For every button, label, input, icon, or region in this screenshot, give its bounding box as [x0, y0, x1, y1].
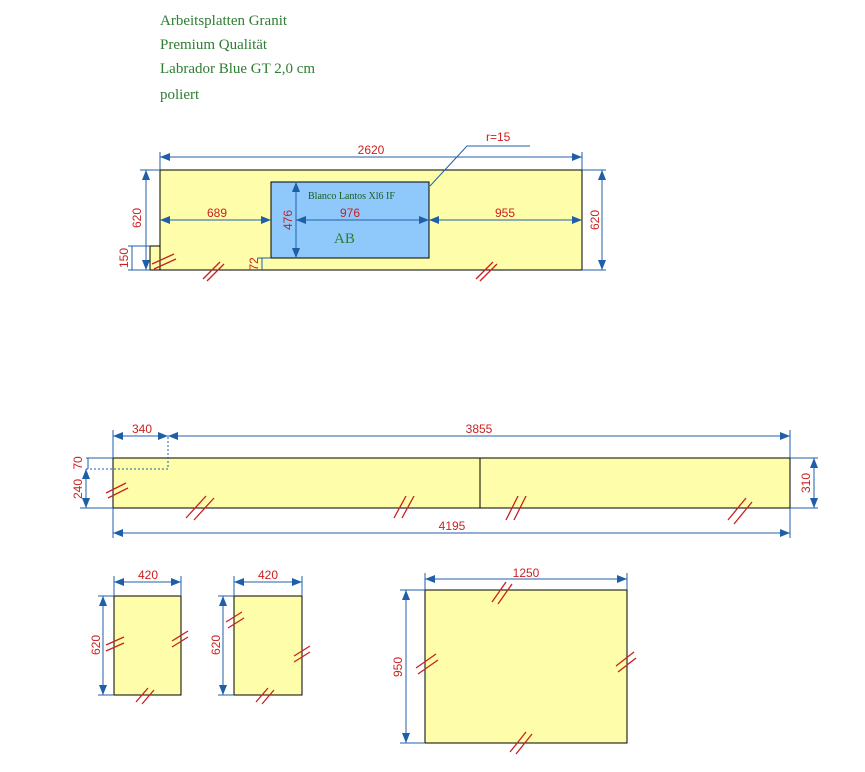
piece-2-body — [233, 595, 303, 696]
edge-mark-slab2-b — [393, 495, 415, 519]
cutout-label: AB — [334, 231, 355, 247]
edge-mark-slab2-a — [185, 495, 215, 521]
slab-2: 340 3855 70 240 310 4195 — [71, 422, 818, 538]
dim-slab2-height-right: 310 — [799, 473, 813, 493]
dim-piece3-width: 1250 — [513, 566, 540, 580]
piece-1-body — [113, 595, 182, 696]
title-finish: poliert — [160, 87, 200, 103]
dim-radius: r=15 — [486, 130, 511, 144]
edge-mark-slab2-left — [105, 482, 129, 499]
slab-2-outline — [112, 457, 791, 509]
edge-mark-p2-left — [225, 611, 245, 629]
dim-piece2-height: 620 — [209, 635, 223, 655]
dim-notch-depth: 70 — [71, 456, 85, 470]
dim-corner-notch: 150 — [117, 248, 131, 268]
edge-mark-slab1-bottom-b — [475, 261, 498, 282]
dim-offset-left: 689 — [207, 206, 227, 220]
piece-1: 420 620 — [89, 568, 189, 705]
dim-piece3-height: 950 — [391, 657, 405, 677]
edge-mark-p1-right — [171, 630, 189, 648]
piece-3-body — [424, 589, 628, 744]
sink-model-label: Blanco Lantos Xl6 IF — [308, 191, 395, 202]
edge-mark-p2-right — [293, 645, 311, 663]
edge-mark-p1-left — [105, 636, 125, 652]
dim-piece2-width: 420 — [258, 568, 278, 582]
dim-notch-width: 340 — [132, 422, 152, 436]
title-stone: Labrador Blue GT 2,0 cm — [160, 61, 316, 77]
dim-main-length: 3855 — [466, 422, 493, 436]
piece-3: 1250 950 — [391, 566, 637, 755]
dim-slab1-height-left: 620 — [130, 208, 144, 228]
edge-mark-slab1-bottom-a — [202, 261, 225, 282]
edge-mark-p3-top — [491, 581, 513, 605]
title-material: Arbeitsplatten Granit — [160, 13, 288, 29]
slab-1: Blanco Lantos Xl6 IF AB 2620 r=15 620 15… — [117, 130, 606, 282]
dim-piece1-height: 620 — [89, 635, 103, 655]
edge-mark-slab1-left — [151, 253, 177, 270]
edge-mark-p1-bottom — [135, 687, 155, 705]
edge-mark-p3-bottom — [509, 731, 533, 755]
dim-sink-width: 976 — [340, 206, 360, 220]
radius-leader — [429, 145, 530, 187]
piece-2: 420 620 — [209, 568, 311, 705]
dim-slab1-height-right: 620 — [588, 210, 602, 230]
edge-mark-p3-left — [415, 653, 439, 675]
edge-mark-slab2-d — [727, 497, 753, 525]
title-quality: Premium Qualität — [160, 37, 268, 53]
edge-mark-p2-bottom — [255, 687, 275, 705]
edge-mark-slab2-c — [505, 495, 527, 521]
edge-mark-p3-right — [615, 651, 637, 673]
dim-slab2-height-left: 240 — [71, 479, 85, 499]
dim-offset-right: 955 — [495, 206, 515, 220]
dim-bottom-gap: 72 — [247, 257, 261, 271]
dim-total-length: 4195 — [439, 519, 466, 533]
dim-piece1-width: 420 — [138, 568, 158, 582]
dim-sink-depth: 476 — [281, 210, 295, 230]
dim-slab1-width: 2620 — [358, 143, 385, 157]
